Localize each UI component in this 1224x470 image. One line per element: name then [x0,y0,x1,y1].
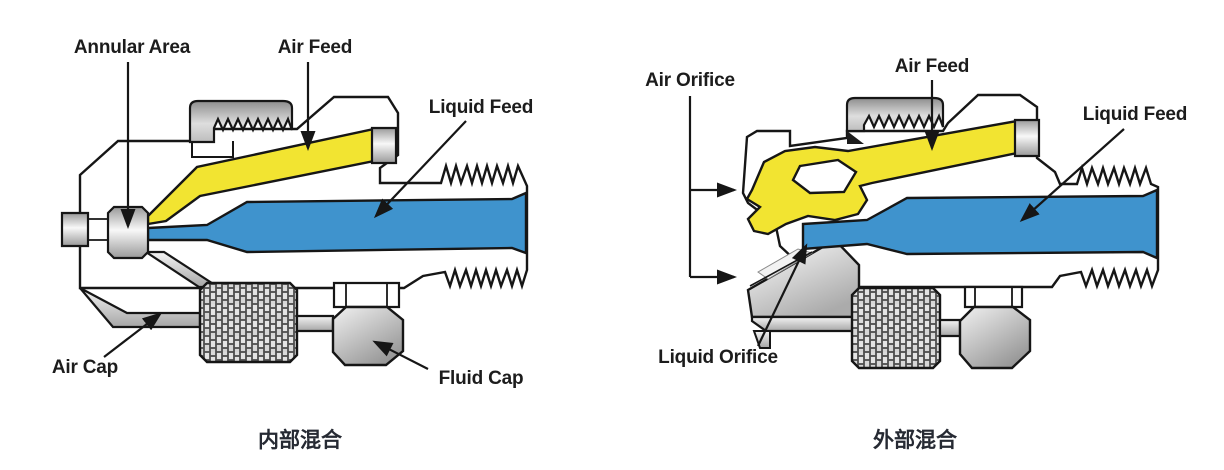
nozzle-body [78,95,529,291]
leader-arrow-liquid-orifice [757,243,808,347]
caption-internal-mix: 内部混合 [258,429,342,452]
leader-arrow-liquid-feed-left [373,120,467,219]
caption-external-mix: 外部混合 [873,429,957,452]
body-step-contour [191,141,234,158]
leader-arrows-left [103,62,467,370]
fluid-cap-block [963,285,1024,309]
fluid-cap-hex [958,305,1032,370]
leader-arrow-fluid-cap [372,340,429,370]
leader-arrow-liquid-feed-right [1019,128,1125,222]
label-liquid-feed-left: Liquid Feed [428,97,534,118]
tip-cone-collar [750,315,861,333]
air-inlet-fitting [370,126,398,165]
label-liquid-orifice: Liquid Orifice [658,347,778,368]
label-air-orifice: Air Orifice [645,70,735,91]
hex-connector-bar [295,314,335,333]
knurled-ring [850,286,942,370]
air-channel [745,119,1019,236]
knurled-ring [198,281,299,364]
fluid-cap-hex [331,305,405,367]
retaining-nut-shadow-wedge [847,131,864,144]
air-cap-skirt [79,287,202,329]
liquid-channel [146,191,528,255]
label-liquid-feed-right: Liquid Feed [1082,104,1188,125]
leader-arrows-right [688,80,1125,347]
air-inlet-fitting [1013,118,1041,158]
leader-arrow-air-cap [103,312,163,358]
label-air-cap: Air Cap [51,357,119,378]
label-annular-area: Annular Area [73,37,191,58]
label-air-feed-right: Air Feed [894,56,970,77]
liquid-channel [801,188,1159,260]
label-air-feed-left: Air Feed [277,37,353,58]
label-fluid-cap: Fluid Cap [438,368,524,389]
internal-mix-diagram [60,62,529,370]
hex-connector-bar [938,318,962,338]
retaining-nut [188,99,294,144]
air-channel [146,127,376,226]
external-mix-diagram [688,80,1160,370]
air-channel-island [791,158,858,195]
fluid-cap-block [332,281,401,309]
tip-cylinder [60,211,90,248]
tip-collar [106,205,150,260]
retaining-nut [845,96,945,133]
